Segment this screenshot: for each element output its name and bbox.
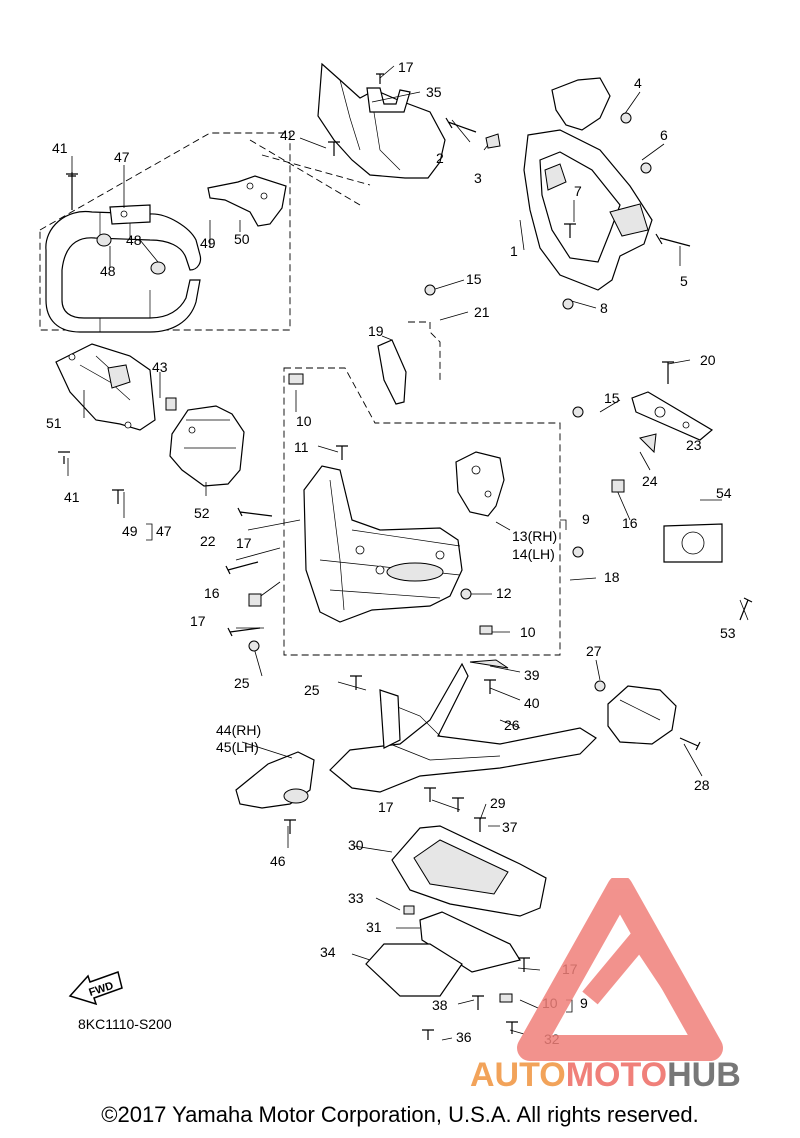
callout-label: 31: [366, 919, 382, 935]
callout-label: 14(LH): [512, 546, 555, 562]
callout-label: 17: [378, 799, 394, 815]
callout-label: 17: [190, 613, 206, 629]
callout-label: 17: [236, 535, 252, 551]
plate-19: [377, 339, 407, 405]
callout-label: 15: [604, 390, 620, 406]
callout-label: 52: [194, 505, 210, 521]
bracket-44-45: [235, 751, 315, 809]
callout-label: 41: [64, 489, 80, 505]
watermark-brand-auto: AUTO: [470, 1056, 566, 1094]
copyright-notice: ©2017 Yamaha Motor Corporation, U.S.A. A…: [101, 1102, 699, 1127]
callout-label: 16: [204, 585, 220, 601]
lower-guard-52: [169, 405, 245, 487]
callout-label: 35: [426, 84, 442, 100]
callout-label: 48: [126, 232, 142, 248]
diagram-code: 8KC1110-S200: [78, 1016, 172, 1032]
callout-label: 2: [436, 150, 444, 166]
callout-label: 53: [720, 625, 736, 641]
group-outline-frame: [283, 367, 561, 656]
callout-label: 11: [294, 439, 309, 455]
callout-label: 28: [694, 777, 710, 793]
callout-label: 27: [586, 643, 602, 659]
callout-label: 9: [582, 511, 590, 527]
callout-label: 54: [716, 485, 732, 501]
callout-label: 30: [348, 837, 364, 853]
watermark-brand-moto: MOTO: [566, 1056, 667, 1094]
skid-plate-30: [391, 825, 547, 917]
callout-label: 51: [46, 415, 62, 431]
callout-label: 47: [156, 523, 172, 539]
callout-label: 42: [280, 127, 296, 143]
skid-plate-31: [419, 911, 521, 973]
bumper-tube: [45, 204, 202, 333]
callout-label: 9: [580, 995, 588, 1011]
callout-label: 48: [100, 263, 116, 279]
svg-text:AUTOMOTOHUB: AUTOMOTOHUB: [470, 1056, 741, 1094]
skid-plate-34: [365, 943, 463, 997]
callout-label: 16: [622, 515, 638, 531]
callout-label: 34: [320, 944, 336, 960]
leader-lines: [67, 65, 749, 1041]
callout-label: 37: [502, 819, 518, 835]
watermark-brand-hub: HUB: [667, 1056, 741, 1094]
callout-label: 25: [304, 682, 320, 698]
callout-label: 41: [52, 140, 68, 156]
callout-label: 24: [642, 473, 658, 489]
callout-label: 39: [524, 667, 540, 683]
callout-label: 18: [604, 569, 620, 585]
callout-label: 29: [490, 795, 506, 811]
callout-label: 22: [200, 533, 216, 549]
group-outline-bumper: [39, 132, 291, 331]
callout-label: 7: [574, 183, 582, 199]
fasteners: [58, 73, 753, 1040]
callout-label: 44(RH): [216, 722, 261, 738]
forward-arrow-icon: FWD: [68, 971, 123, 1006]
bracket-13-14: [455, 451, 505, 517]
callout-label: 25: [234, 675, 250, 691]
callout-labels: 41 47 48 48 49 50 42 17 35 2 3 4 6 7 1 5…: [46, 59, 736, 1047]
callout-label: 1: [510, 243, 518, 259]
callout-label: 19: [368, 323, 384, 339]
side-bumper-1: [523, 77, 653, 291]
group-outline-guard: [249, 139, 371, 206]
callout-label: 36: [456, 1029, 472, 1045]
callout-label: 10: [520, 624, 536, 640]
callout-label: 26: [504, 717, 520, 733]
lower-guard-51: [55, 343, 156, 431]
callout-label: 3: [474, 170, 482, 186]
callout-label: 12: [496, 585, 512, 601]
callout-label: 23: [686, 437, 702, 453]
upper-guard-35: [317, 62, 446, 179]
callout-label: 17: [398, 59, 414, 75]
callout-label: 43: [152, 359, 168, 375]
callout-label: 40: [524, 695, 540, 711]
callout-label: 15: [466, 271, 482, 287]
bracket-28: [607, 685, 677, 745]
front-frame-9: [303, 465, 463, 623]
bumper-bracket-50: [207, 175, 287, 227]
callout-label: 38: [432, 997, 448, 1013]
callout-label: 5: [680, 273, 688, 289]
callout-label: 13(RH): [512, 528, 557, 544]
callout-label: 10: [296, 413, 312, 429]
leader-21: [408, 321, 441, 380]
callout-label: 50: [234, 231, 250, 247]
callout-label: 49: [122, 523, 138, 539]
callout-label: 6: [660, 127, 668, 143]
callout-label: 46: [270, 853, 286, 869]
callout-label: 21: [474, 304, 490, 320]
plate-23: [631, 391, 714, 441]
crossmember-26: [329, 662, 597, 793]
callout-label: 33: [348, 890, 364, 906]
callout-label: 47: [114, 149, 130, 165]
callout-label: 45(LH): [216, 739, 259, 755]
callout-label: 20: [700, 352, 716, 368]
callout-label: 8: [600, 300, 608, 316]
plate-54: [663, 523, 723, 563]
callout-label: 49: [200, 235, 216, 251]
automotohub-watermark: AUTOMOTOHUB: [470, 878, 741, 1094]
callout-label: 4: [634, 75, 642, 91]
parts-diagram: 41 47 48 48 49 50 42 17 35 2 3 4 6 7 1 5…: [39, 59, 753, 1047]
